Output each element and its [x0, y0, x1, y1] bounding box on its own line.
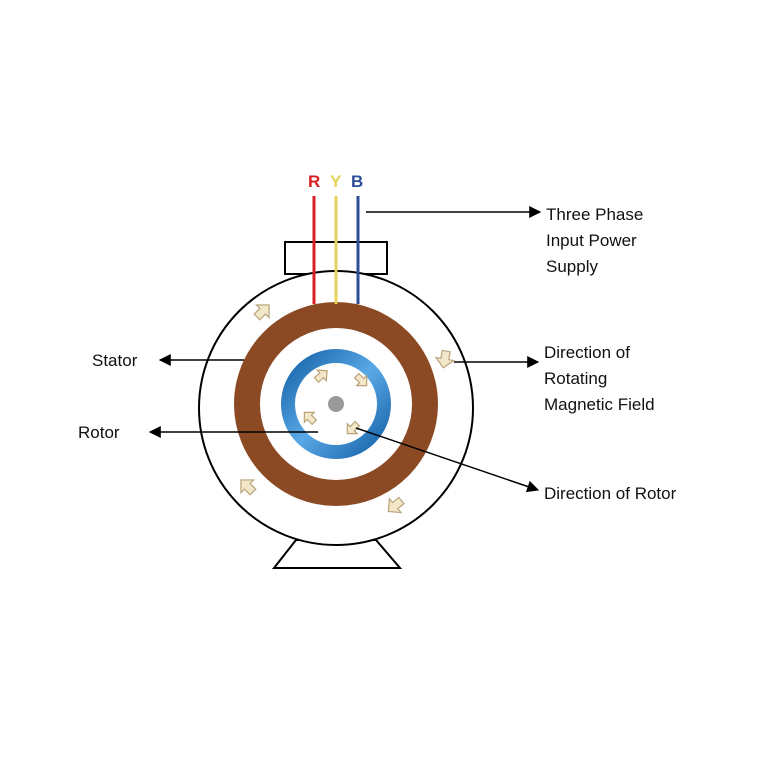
rotor-arrow-icon: [346, 420, 361, 435]
field-direction-arrows: [240, 304, 456, 514]
supply-label: Three Phase Input Power Supply: [546, 202, 643, 280]
phase-label-r: R: [308, 172, 321, 191]
stator-ring: [234, 302, 438, 506]
stator-label: Stator: [92, 351, 138, 370]
rotor-arrow-icon: [303, 411, 318, 426]
field-label-line: Rotating: [544, 369, 608, 388]
field-arrow-icon: [253, 304, 270, 321]
supply-label-line: Input Power: [546, 231, 637, 250]
supply-label-line: Three Phase: [546, 205, 644, 224]
rotor-ring: [281, 349, 391, 459]
rotor-direction-leader-arrow: [355, 427, 540, 493]
rotor-label: Rotor: [78, 423, 120, 442]
field-label: Direction of Rotating Magnetic Field: [544, 340, 655, 418]
field-arrow-icon: [434, 349, 456, 369]
phase-label-b: B: [351, 172, 364, 191]
rotor-arrow-icon: [353, 372, 368, 387]
rotor-arrow-icon: [313, 369, 328, 384]
field-label-line: Direction of: [544, 343, 630, 362]
rotor-shaft: [328, 396, 344, 412]
phase-label-y: Y: [330, 172, 342, 191]
rotor-direction-label: Direction of Rotor: [544, 484, 677, 503]
field-label-line: Magnetic Field: [544, 395, 655, 414]
supply-label-line: Supply: [546, 257, 598, 276]
field-arrow-icon: [240, 479, 257, 496]
field-arrow-icon: [387, 496, 405, 514]
